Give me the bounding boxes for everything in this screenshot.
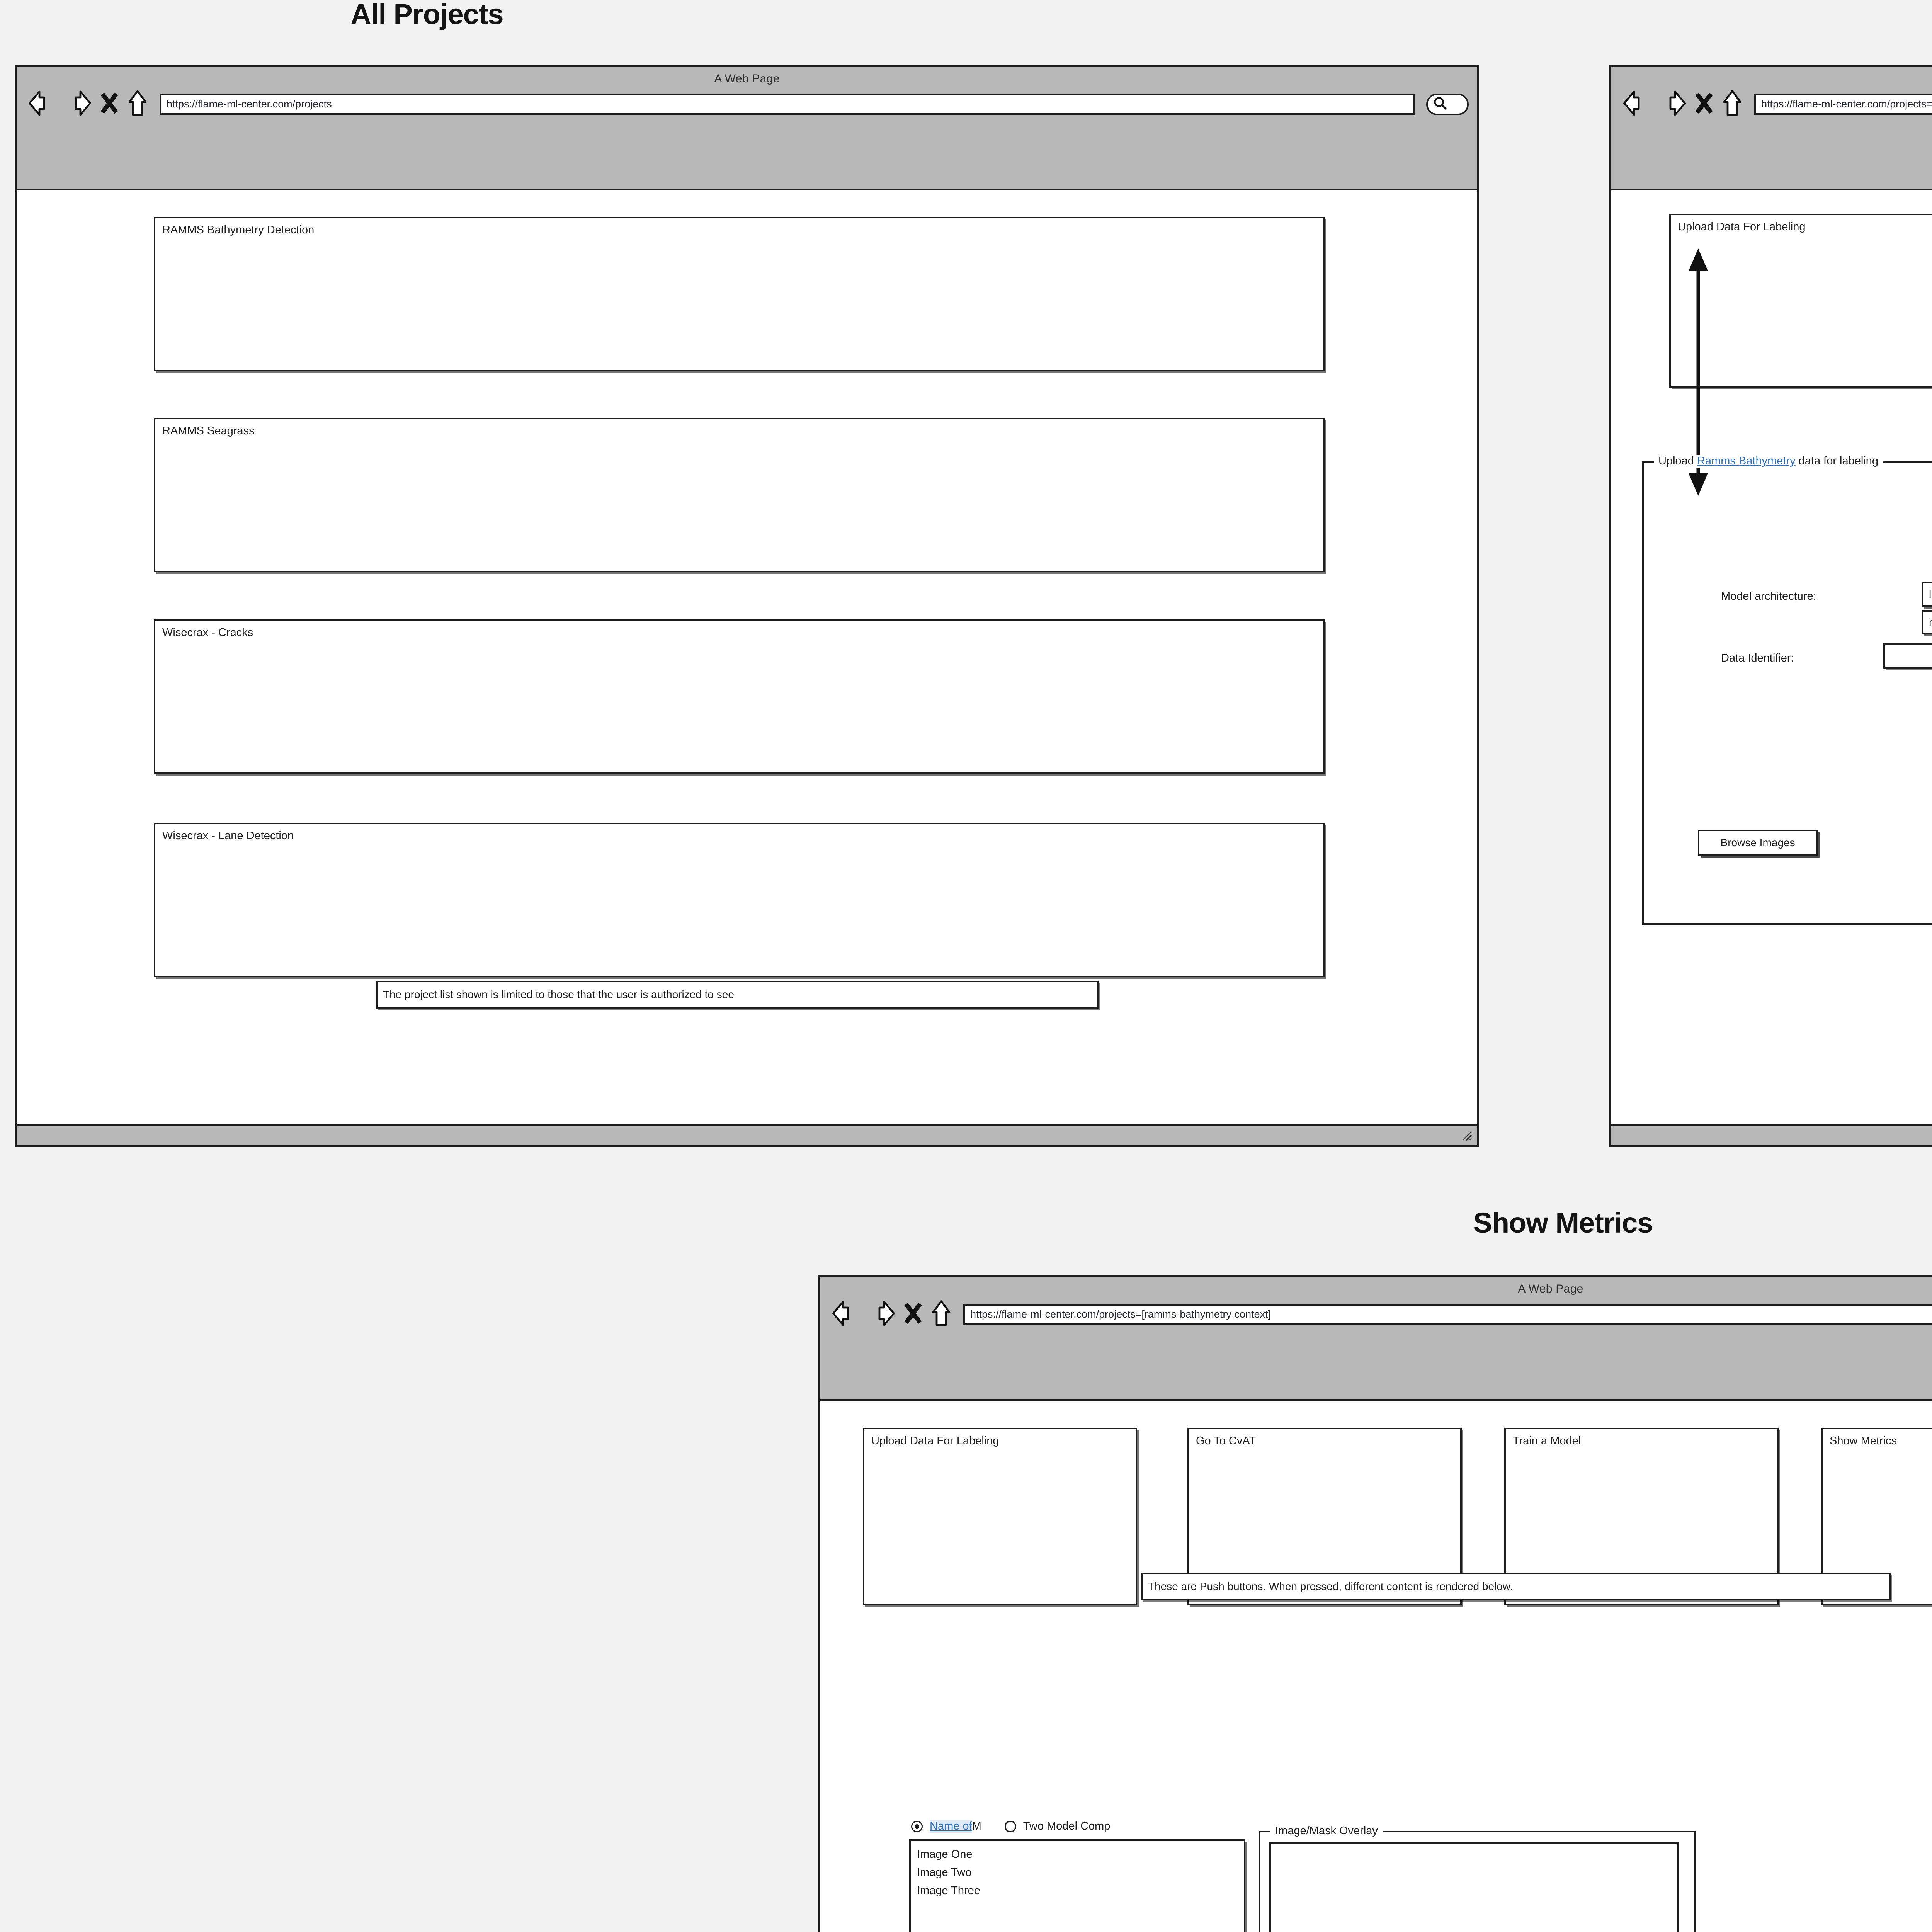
radio-name-of-m[interactable] [911, 1820, 923, 1832]
upload-form-caption: Upload Ramms Bathymetry data for labelin… [1654, 455, 1883, 468]
radio-label-top-tail: M [972, 1820, 981, 1832]
browser-chrome-top: A Web Page https://flame-ml-center.com/p… [820, 1277, 1932, 1401]
close-x-icon[interactable] [903, 1299, 923, 1329]
model-architecture-label: Model architecture: [1721, 590, 1816, 602]
page-content-projects: RAMMS Bathymetry Detection RAMMS Seagras… [17, 190, 1477, 1124]
browser-chrome-top: A Web Page https://flame-ml-center.com/p… [17, 67, 1477, 190]
browser-caption: A Web Page [1611, 67, 1932, 85]
browser-caption: A Web Page [714, 72, 780, 85]
search-icon [1432, 95, 1448, 113]
project-card-3[interactable]: Wisecrax - Lane Detection [154, 823, 1325, 977]
data-identifier-input[interactable] [1883, 643, 1932, 669]
list-item[interactable]: Image One [917, 1848, 973, 1861]
project-name: Wisecrax - Lane Detection [162, 830, 294, 842]
name-of-model-link-top[interactable]: Name of [930, 1820, 972, 1833]
overlay-image-panel-top [1269, 1842, 1679, 1932]
home-icon[interactable] [1720, 89, 1744, 119]
forward-arrow-icon[interactable] [867, 1299, 897, 1329]
panel-title-show-metrics: Show Metrics [1473, 1207, 1653, 1239]
tab-label: Train a Model [1513, 1435, 1581, 1447]
tab-label: Go To CvAT [1196, 1435, 1256, 1447]
tab-label: Upload Data For Labeling [871, 1435, 999, 1447]
browser-chrome-top: A Web Page https://flame-ml-center.com/p… [1611, 67, 1932, 190]
panel-title-all-projects: All Projects [350, 0, 503, 30]
upload-form-group: Upload Ramms Bathymetry data for labelin… [1642, 455, 1932, 925]
image-mask-overlay-group-top: Image/Mask Overlay [1259, 1825, 1696, 1932]
project-name: RAMMS Seagrass [162, 425, 255, 437]
radio-label-two-model-comp: Two Model Comp [1023, 1820, 1111, 1832]
url-input[interactable]: https://flame-ml-center.com/projects=[ra… [963, 1304, 1932, 1325]
tab-upload-data-for-labeling[interactable]: Upload Data For Labeling [1669, 214, 1932, 388]
project-name: Wisecrax - Cracks [162, 626, 253, 639]
page-content-upload: Upload Data For Labeling Go To CvAT Trai… [1611, 190, 1932, 1124]
tab-label: Show Metrics [1830, 1435, 1897, 1447]
radio-two-model-comp[interactable] [1004, 1820, 1016, 1832]
model-architecture-option-mvit[interactable]: mvit [1922, 610, 1932, 634]
project-card-2[interactable]: Wisecrax - Cracks [154, 619, 1325, 774]
model-architecture-value: lrasp [1929, 588, 1932, 600]
url-input[interactable]: https://flame-ml-center.com/projects=[ra… [1754, 94, 1932, 115]
browser-window-upload: A Web Page https://flame-ml-center.com/p… [1609, 65, 1932, 1147]
browser-nav-row: https://flame-ml-center.com/projects=[ra… [1611, 85, 1932, 128]
list-item[interactable]: Image Three [917, 1884, 980, 1897]
model-architecture-select[interactable]: lrasp [1922, 582, 1932, 607]
project-card-1[interactable]: RAMMS Seagrass [154, 418, 1325, 572]
forward-arrow-icon[interactable] [63, 89, 93, 119]
list-item[interactable]: Image Two [917, 1866, 972, 1879]
forward-arrow-icon[interactable] [1658, 89, 1688, 119]
tab-upload-data-for-labeling[interactable]: Upload Data For Labeling [863, 1428, 1137, 1605]
note-text: These are Push buttons. When pressed, di… [1148, 1580, 1513, 1592]
browse-images-label: Browse Images [1720, 837, 1795, 849]
overlay-caption-top: Image/Mask Overlay [1270, 1825, 1383, 1837]
close-x-icon[interactable] [1694, 89, 1714, 119]
url-input[interactable]: https://flame-ml-center.com/projects [160, 94, 1415, 115]
search-box[interactable] [1426, 93, 1469, 115]
browser-window-all-projects: A Web Page https://flame-ml-center.com/p… [15, 65, 1479, 1147]
browser-nav-row: https://flame-ml-center.com/projects [17, 85, 1477, 128]
panel-title-upload-data: Main Screen - Upload Data for labeling [1607, 0, 1932, 31]
home-icon[interactable] [929, 1299, 953, 1329]
browser-window-metrics: A Web Page https://flame-ml-center.com/p… [818, 1275, 1932, 1932]
note-text: The project list shown is limited to tho… [383, 988, 734, 1000]
caption-post: data for labeling [1795, 455, 1879, 467]
project-name: RAMMS Bathymetry Detection [162, 224, 315, 236]
browser-chrome-bottom [1611, 1124, 1932, 1145]
browse-images-button[interactable]: Browse Images [1698, 830, 1818, 856]
resize-grip-icon[interactable] [1461, 1130, 1473, 1141]
projects-authorization-note: The project list shown is limited to tho… [376, 981, 1099, 1009]
close-x-icon[interactable] [99, 89, 119, 119]
back-arrow-icon[interactable] [1621, 89, 1651, 119]
page-content-metrics: Upload Data For Labeling Go To CvAT Trai… [820, 1401, 1932, 1932]
browser-chrome-bottom [17, 1124, 1477, 1145]
back-arrow-icon[interactable] [830, 1299, 861, 1329]
browser-nav-row: https://flame-ml-center.com/projects=[ra… [820, 1296, 1932, 1338]
url-text: https://flame-ml-center.com/projects=[ra… [970, 1308, 1271, 1320]
url-text: https://flame-ml-center.com/projects [167, 98, 332, 110]
caption-pre: Upload [1658, 455, 1697, 467]
url-text: https://flame-ml-center.com/projects=[ra… [1761, 98, 1932, 110]
tabs-explanation-note: These are Push buttons. When pressed, di… [1141, 1573, 1891, 1600]
image-list-top[interactable]: Image One Image Two Image Three [909, 1839, 1245, 1932]
project-card-0[interactable]: RAMMS Bathymetry Detection [154, 217, 1325, 371]
data-identifier-label: Data Identifier: [1721, 652, 1794, 664]
pointer-arrow-icon [1689, 248, 1708, 496]
back-arrow-icon[interactable] [27, 89, 57, 119]
radio-row-top: Name of M Two Model Comp [911, 1820, 1110, 1833]
tab-label: Upload Data For Labeling [1678, 221, 1806, 233]
home-icon[interactable] [126, 89, 150, 119]
browser-caption: A Web Page [1518, 1282, 1583, 1295]
ramms-bathymetry-link[interactable]: Ramms Bathymetry [1697, 455, 1796, 467]
